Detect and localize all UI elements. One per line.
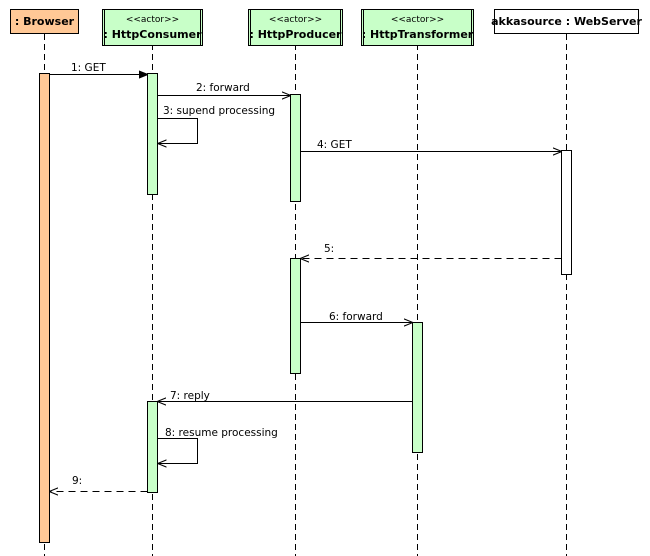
message-2-label: 2: forward xyxy=(196,82,250,94)
participant-label-browser: : Browser xyxy=(15,15,75,28)
participant-stereotype-consumer: <<actor>> xyxy=(126,15,179,25)
activation-server xyxy=(561,150,572,275)
message-labels: 1: GET 2: forward 3: supend processing 4… xyxy=(71,62,383,487)
activation-browser xyxy=(39,73,50,543)
activations xyxy=(39,73,572,543)
participant-http-transformer[interactable]: <<actor>> : HttpTransformer xyxy=(361,9,474,46)
message-7-label: 7: reply xyxy=(170,390,210,402)
messages xyxy=(50,75,562,492)
activation-producer-2 xyxy=(290,258,301,374)
participant-label-server: akkasource : WebServer xyxy=(491,15,642,28)
activation-consumer-2 xyxy=(147,401,158,493)
message-1-label: 1: GET xyxy=(71,62,106,74)
message-3-arrow xyxy=(157,118,198,144)
message-8-label: 8: resume processing xyxy=(165,427,278,439)
participant-label-consumer: : HttpConsumer xyxy=(103,28,202,41)
activation-producer-1 xyxy=(290,94,301,202)
message-9-label: 9: xyxy=(72,475,82,487)
participant-stereotype-producer: <<actor>> xyxy=(269,15,322,25)
message-4-label: 4: GET xyxy=(317,139,352,151)
message-5-label: 5: xyxy=(324,243,334,255)
activation-transformer xyxy=(412,322,423,453)
lifelines xyxy=(44,34,567,556)
message-6-label: 6: forward xyxy=(329,311,383,323)
participant-browser[interactable]: : Browser xyxy=(10,9,79,34)
activation-consumer-1 xyxy=(147,73,158,195)
participant-web-server[interactable]: akkasource : WebServer xyxy=(491,9,642,34)
participant-http-consumer[interactable]: <<actor>> : HttpConsumer xyxy=(102,9,203,46)
message-8-arrow xyxy=(157,438,198,464)
message-3-label: 3: supend processing xyxy=(163,105,275,117)
participant-http-producer[interactable]: <<actor>> : HttpProducer xyxy=(248,9,343,46)
participant-label-transformer: : HttpTransformer xyxy=(362,28,474,41)
participant-label-producer: : HttpProducer xyxy=(250,28,343,41)
participant-stereotype-transformer: <<actor>> xyxy=(391,15,444,25)
